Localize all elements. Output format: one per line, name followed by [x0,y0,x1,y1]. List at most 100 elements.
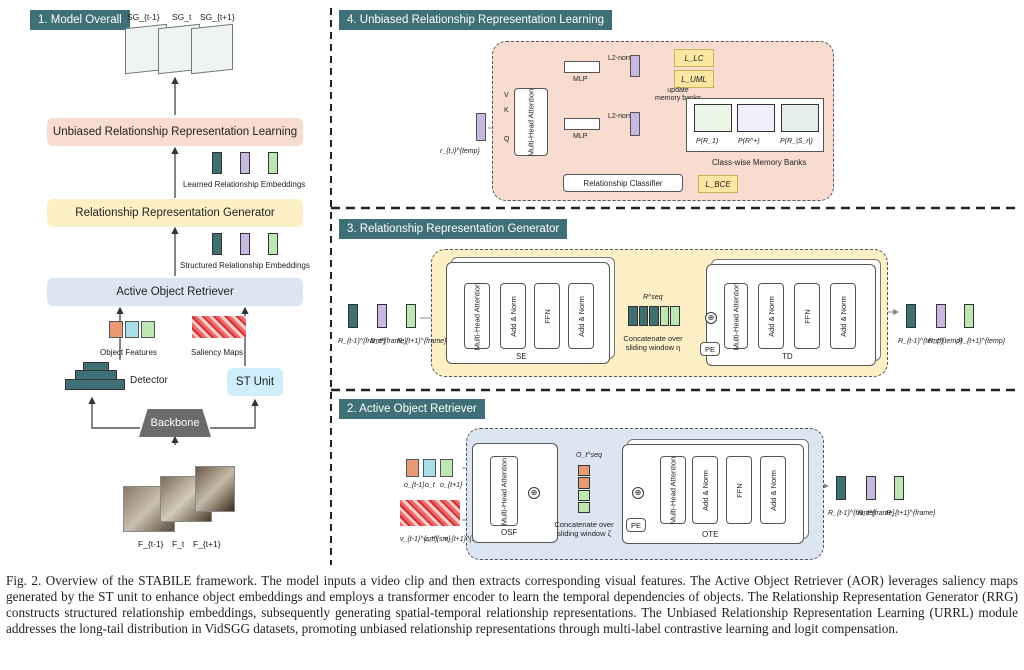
loss-bce: L_BCE [698,175,738,193]
osf-mha: Multi-Head Attention [490,456,518,526]
urrl-norm-vec-top [630,55,640,77]
ote-label: OTE [702,530,719,539]
rrg-output-label-prev: R_{t-1}^{temp} [898,338,944,345]
td-add-icon: ⊕ [705,312,717,324]
saliency-maps-label: Saliency Maps [191,348,244,357]
aor-block: Active Object Retriever [47,278,303,306]
aor-output-purple [866,476,876,500]
frame-label-cur: F_t [172,539,185,549]
osf-add-icon: ⊕ [528,487,540,499]
memory-bank-3 [781,104,819,132]
td-ffn-label: FFN [802,308,812,324]
ote-add-norm-1-label: Add & Norm [700,469,710,511]
rrg-input-teal [348,304,358,328]
memory-bank-3-label: P(R_|S_r|) [780,138,813,145]
rrg-input-green [406,304,416,328]
td-add-norm-1-label: Add & Norm [766,295,776,337]
obj-feature-orange [109,321,123,338]
ote-mha: Multi-Head Attention [660,456,686,524]
urrl-l2norm-bottom: L2-norm [608,113,635,120]
memory-bank-1-label: P(R_1) [696,138,719,145]
aor-obj-cyan [423,459,436,477]
structured-emb-label: Structured Relationship Embeddings [180,261,310,270]
structured-emb-green [268,233,278,255]
urrl-update-label: update memory banks [655,87,701,102]
se-add-norm-1-label: Add & Norm [508,295,518,337]
urrl-mlp-top-label: MLP [573,76,588,83]
se-label: SE [516,352,527,361]
ote-ffn-label: FFN [734,482,744,498]
oseq-vectors [578,465,590,513]
td-pe: PE [700,342,720,356]
se-mha-label: Multi-Head Attention [472,282,482,350]
osf-label: OSF [501,528,518,537]
aor-concat-label: Concatenate over sliding window ζ [554,520,614,538]
se-ffn: FFN [534,283,560,349]
backbone-label: Backbone [150,417,200,429]
urrl-mlp-top [564,61,600,73]
memory-bank-1 [694,104,732,132]
section-tag-rrg: 3. Relationship Representation Generator [339,219,568,239]
obj-feature-green [141,321,155,338]
sg-label-cur: SG_t [172,12,192,22]
rrg-output-teal [906,304,916,328]
figure-caption: Fig. 2. Overview of the STABILE framewor… [6,573,1018,636]
saliency-maps-image [192,316,246,338]
se-add-norm-1: Add & Norm [500,283,526,349]
aor-output-teal [836,476,846,500]
urrl-v: V [504,92,509,99]
aor-output-green [894,476,904,500]
rrg-output-green [964,304,974,328]
detector-layer-3 [65,379,125,390]
se-ffn-label: FFN [542,308,552,324]
urrl-input-label: r_{t,i}^{temp} [440,148,480,155]
frame-label-prev: F_{t-1} [138,539,164,549]
aor-sal-label-prev: v_{t-1}^{sm} [400,536,438,543]
learned-emb-label: Learned Relationship Embeddings [183,180,306,189]
ote-add-norm-2: Add & Norm [760,456,786,524]
rseq-vectors [628,306,680,326]
st-unit-block: ST Unit [227,368,283,396]
aor-output-label-next: R_{t+1}^{frame} [886,510,936,517]
memory-bank-2-label: P(R^+) [738,138,760,145]
rrg-output-label-next: R_{t+1}^{temp} [958,338,1006,345]
oseq-label: O_t^seq [576,452,602,459]
aor-obj-green [440,459,453,477]
structured-emb-purple [240,233,250,255]
urrl-mha-label: Multi-Head Attention [526,88,536,156]
urrl-mlp-bottom [564,118,600,130]
aor-obj-label-next: o_{t+1} [440,482,463,489]
ote-add-norm-2-label: Add & Norm [768,469,778,511]
aor-sal-label-cur: v_t^{sm} [424,536,451,543]
ote-pe: PE [626,518,646,532]
aor-output-label-prev: R_{t-1}^{frame} [828,510,876,517]
section-tag-model-overall: 1. Model Overall [30,10,130,30]
urrl-norm-vec-bottom [630,112,640,136]
learned-emb-purple [240,152,250,174]
ote-add-norm-1: Add & Norm [692,456,718,524]
td-add-norm-2: Add & Norm [830,283,856,349]
urrl-mlp-bottom-label: MLP [573,133,588,140]
urrl-block: Unbiased Relationship Representation Lea… [47,118,303,146]
urrl-mha-block: Multi-Head Attention [514,88,548,156]
se-mha: Multi-Head Attention [464,282,490,350]
backbone-shape [139,409,211,437]
ote-ffn: FFN [726,456,752,524]
video-frame-next [195,466,235,512]
aor-obj-label-prev: o_{t-1} [404,482,425,489]
sg-label-prev: SG_{t-1} [127,12,160,22]
ote-add-icon: ⊕ [632,487,644,499]
osf-mha-label: Multi-Head Attention [499,457,509,525]
rrg-output-label-cur: R_t^{temp} [928,338,963,345]
learned-emb-green [268,152,278,174]
loss-lc: L_LC [674,49,714,67]
ote-mha-label: Multi-Head Attention [668,456,678,524]
urrl-k: K [504,107,509,114]
rrg-input-label-cur: R_t^{frame} [370,338,407,345]
rrg-input-label-next: R_{t+1}^{frame} [397,338,447,345]
relationship-classifier: Relationship Classifier [563,174,683,192]
learned-emb-teal [212,152,222,174]
urrl-l2norm-top: L2-norm [608,55,635,62]
aor-output-label-cur: R_t^{frame} [858,510,895,517]
memory-bank-2 [737,104,775,132]
